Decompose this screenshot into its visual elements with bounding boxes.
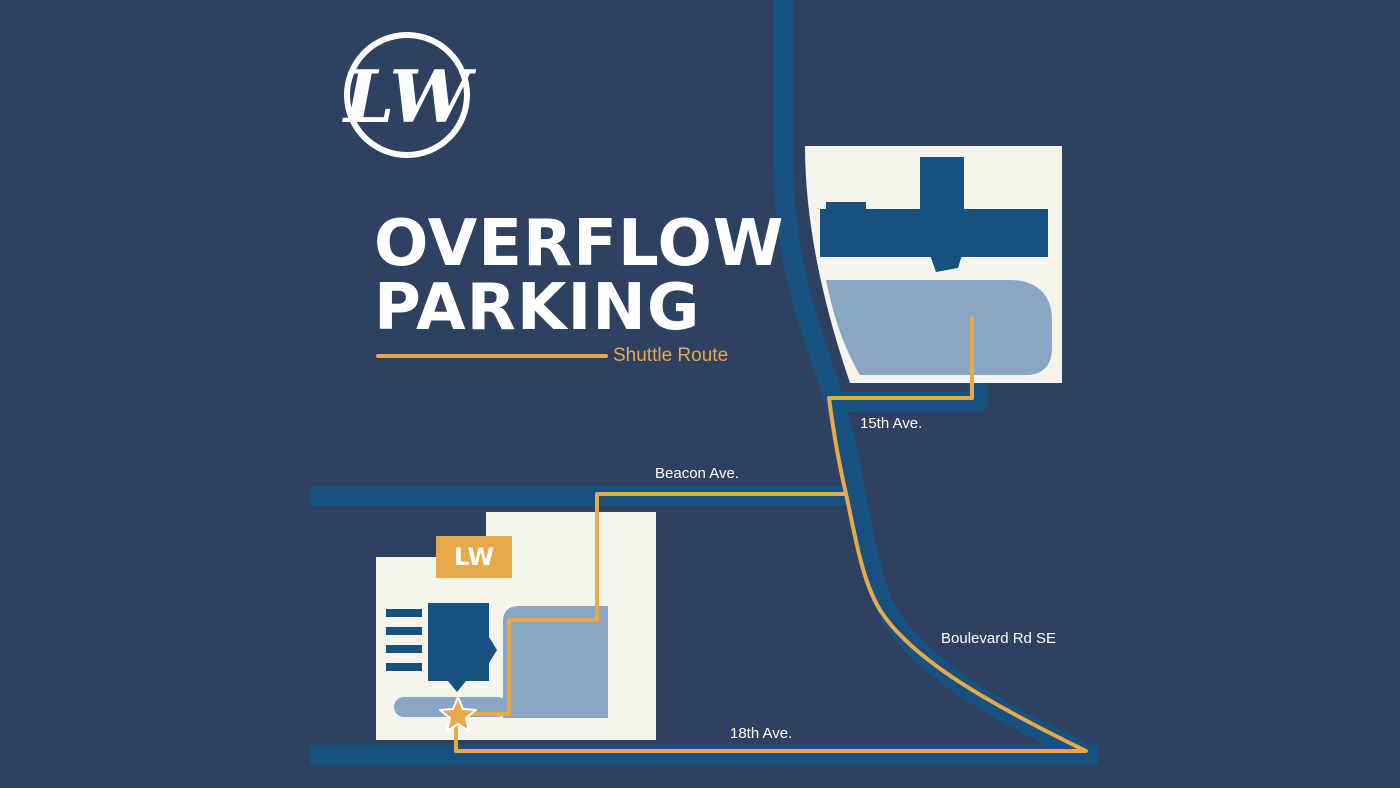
legend-route-swatch (376, 354, 608, 358)
campus-badge: LW (436, 536, 512, 578)
north-building (820, 157, 1048, 272)
street-label-15th-ave: 15th Ave. (860, 415, 923, 432)
page-title-line-2: PARKING (374, 271, 701, 345)
campus-bar-icon (386, 609, 422, 671)
lw-monogram-circle-logo: LW (342, 32, 477, 158)
north-parking-area (826, 280, 1052, 375)
street-label-beacon-ave: Beacon Ave. (655, 465, 739, 482)
campus-building (428, 603, 497, 692)
campus-parking-area (503, 606, 608, 718)
street-label-18th-ave: 18th Ave. (730, 725, 793, 742)
page-title-line-1: OVERFLOW (374, 207, 785, 281)
star-icon (439, 696, 477, 732)
legend-label: Shuttle Route (613, 345, 729, 366)
street-label-boulevard-rd: Boulevard Rd SE (941, 630, 1057, 647)
shuttle-route (454, 316, 1088, 753)
logo-letters: LW (342, 54, 477, 139)
